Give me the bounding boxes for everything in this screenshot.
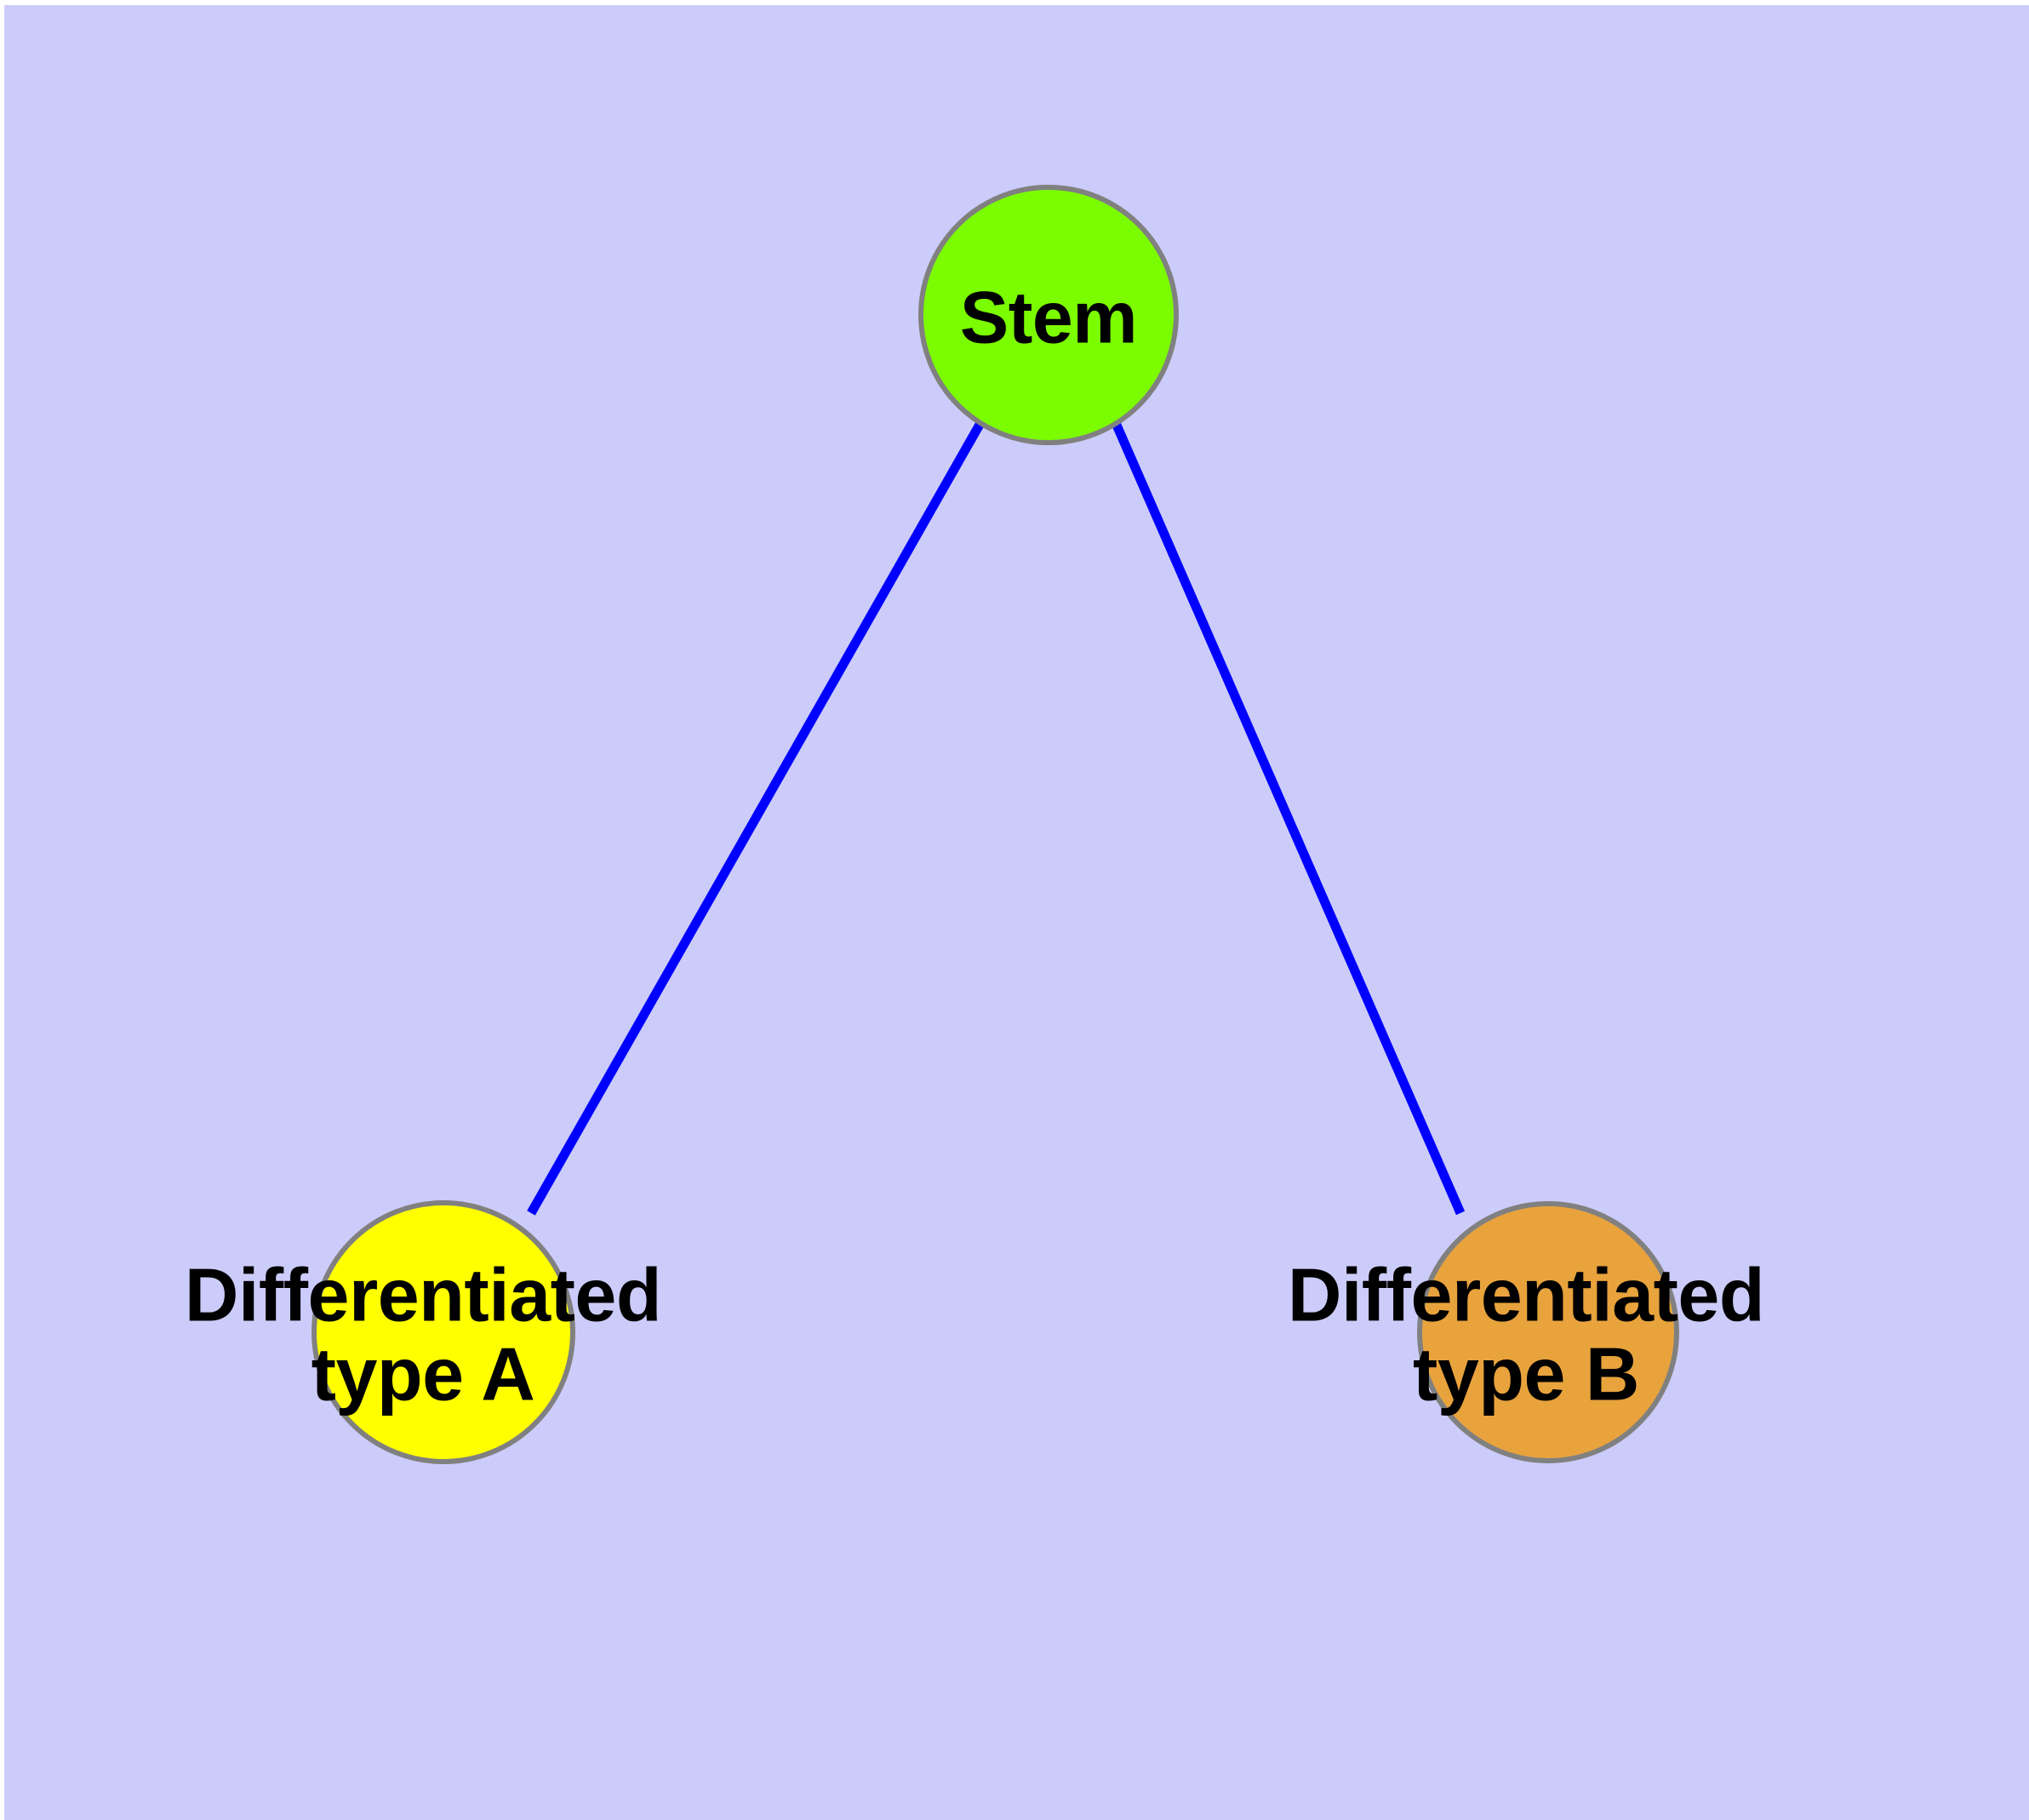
graph-node-diff-a[interactable] <box>311 1200 575 1464</box>
graph-node-diff-b[interactable] <box>1417 1201 1679 1463</box>
graph-node-stem[interactable] <box>918 185 1179 445</box>
edges-group <box>527 421 1466 1216</box>
graph-edge-stem-to-a <box>527 421 985 1216</box>
graph-edge-stem-to-b <box>1111 421 1466 1216</box>
nodes-group <box>311 185 1679 1464</box>
